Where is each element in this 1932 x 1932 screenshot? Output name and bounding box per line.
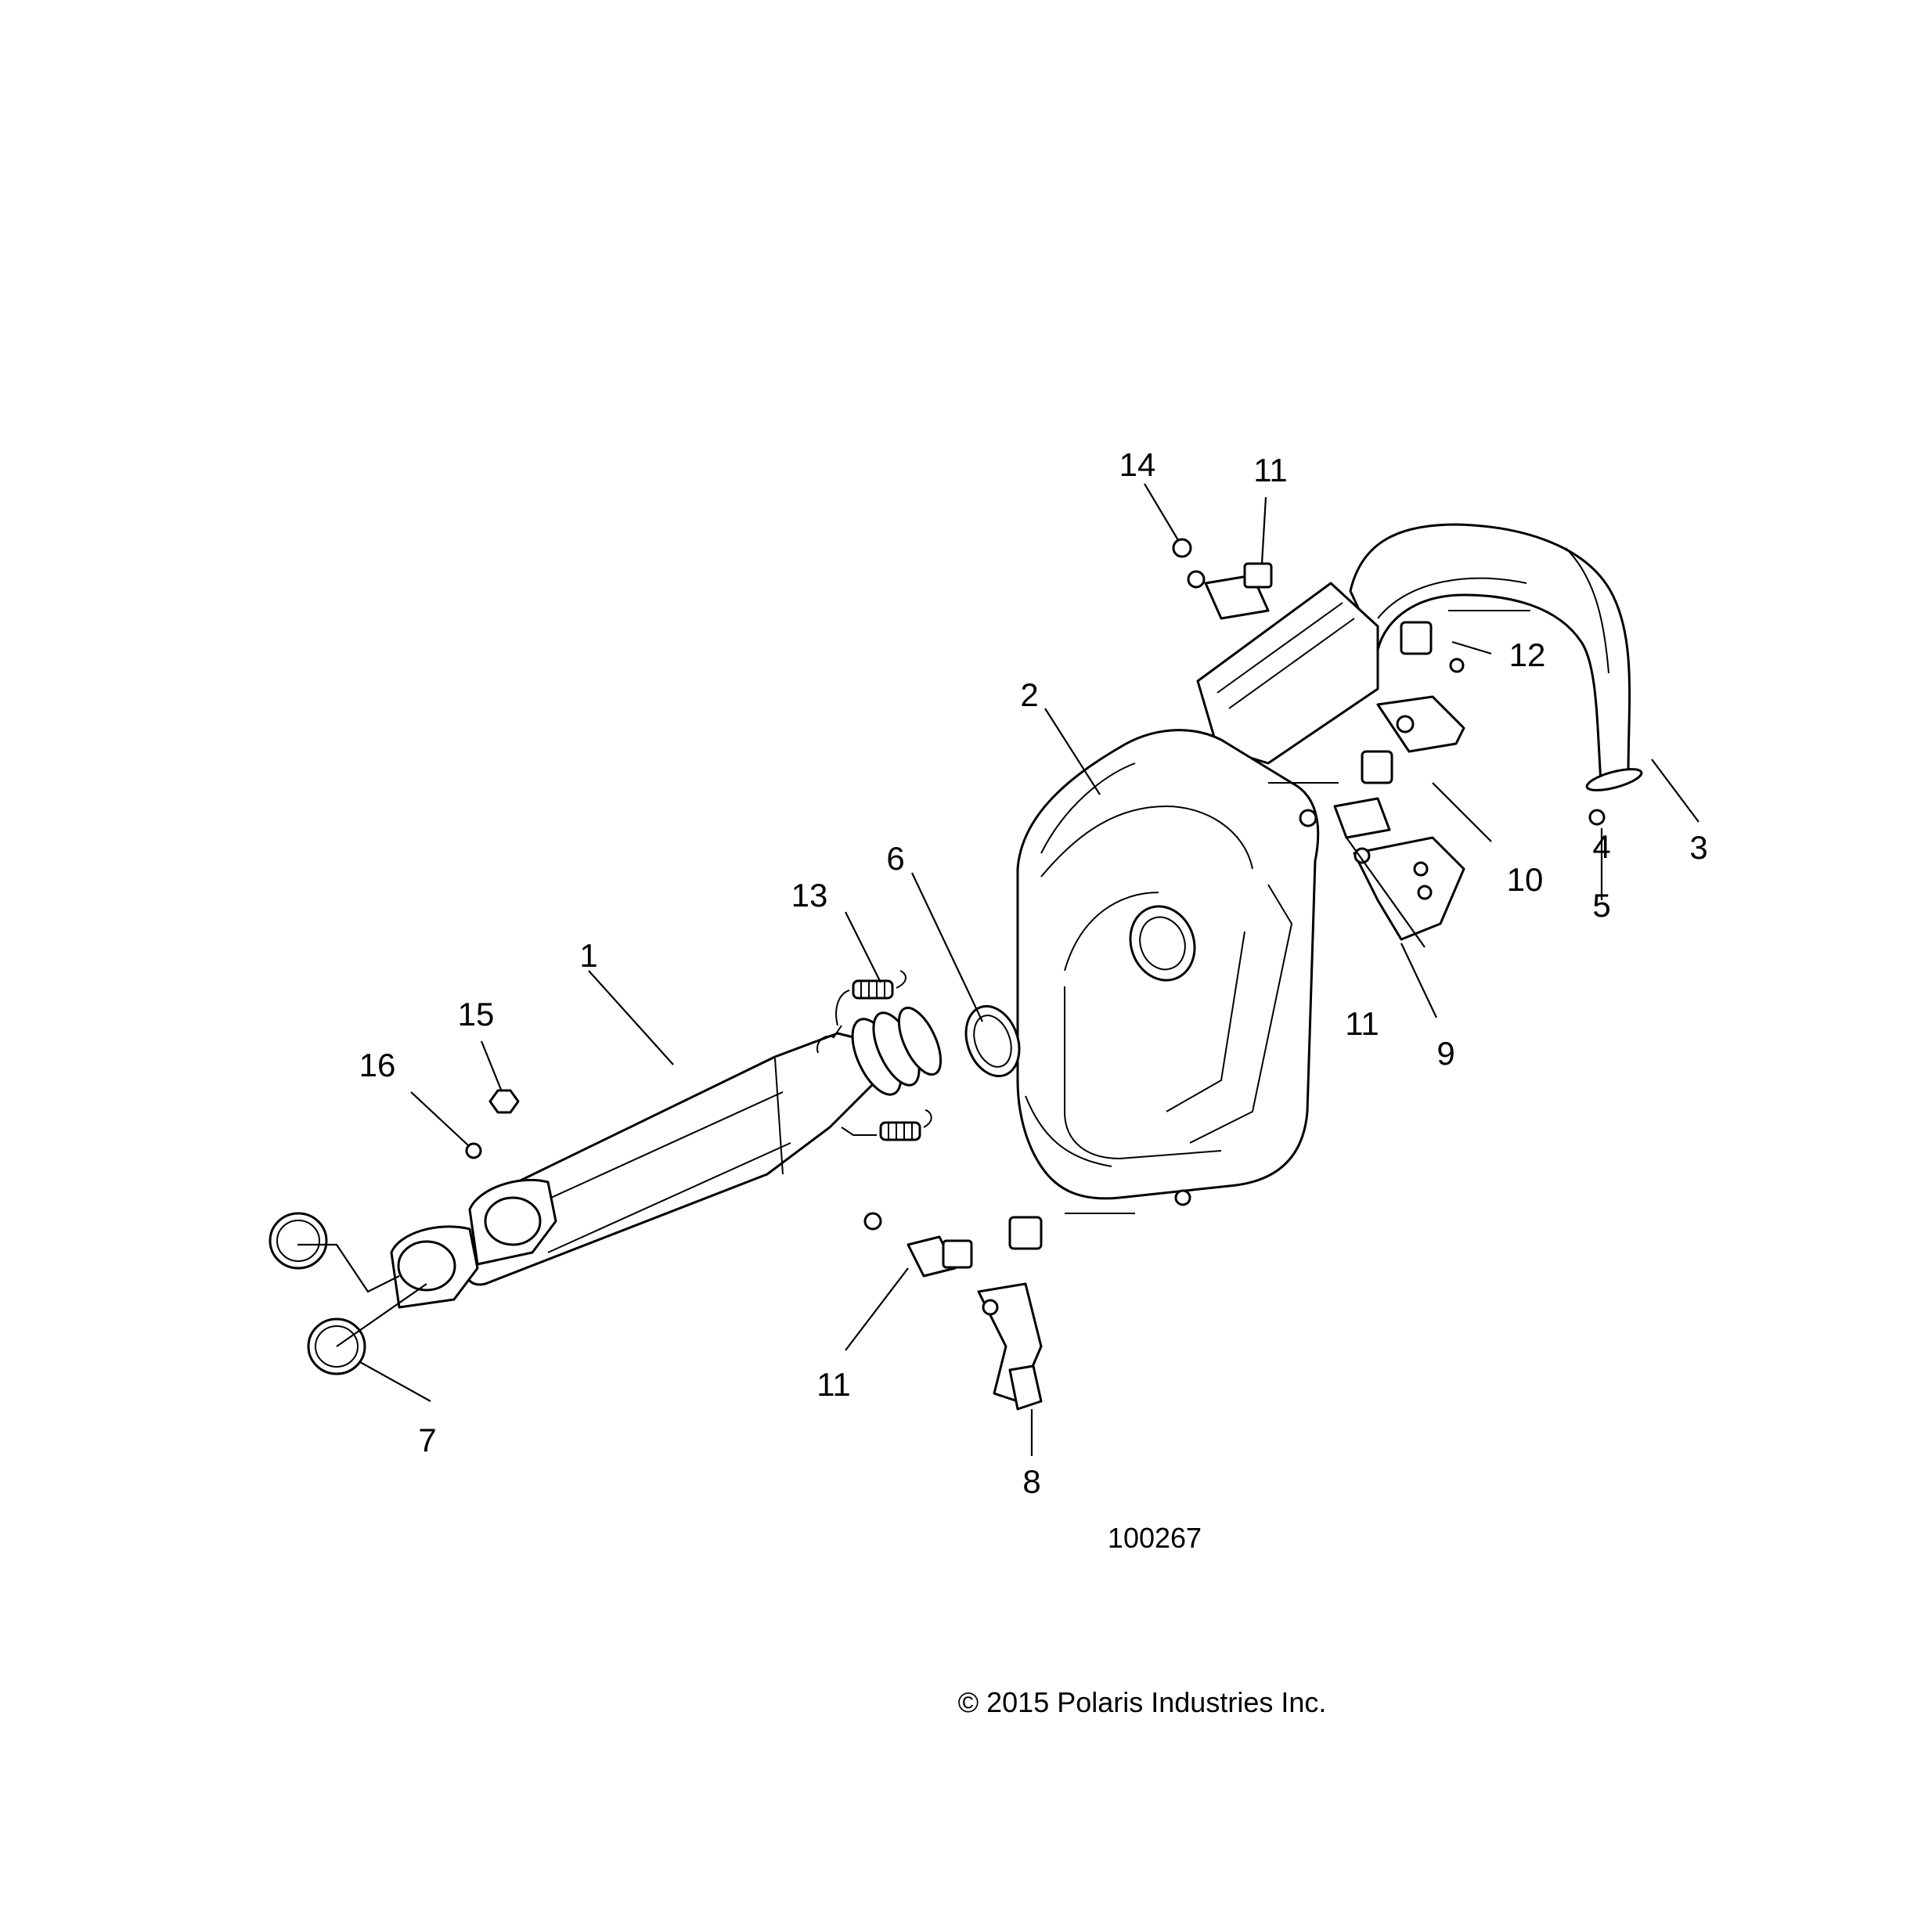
callout-1: 1 bbox=[579, 937, 597, 974]
callout-9: 9 bbox=[1436, 1035, 1454, 1072]
callout-11-right: 11 bbox=[1345, 1005, 1379, 1042]
callout-6: 6 bbox=[886, 840, 904, 877]
head-pipe bbox=[390, 1006, 943, 1309]
figure-id: 100267 bbox=[1108, 1522, 1202, 1554]
muffler bbox=[1016, 582, 1379, 1200]
leader-lines bbox=[297, 483, 1700, 1456]
callout-2: 2 bbox=[1020, 676, 1038, 713]
lower-bracket bbox=[863, 1212, 1135, 1411]
callout-14: 14 bbox=[1119, 446, 1156, 483]
callout-10: 10 bbox=[1507, 861, 1544, 898]
callout-11-top: 11 bbox=[1253, 452, 1288, 488]
clamp-icon bbox=[1588, 809, 1606, 826]
callout-12: 12 bbox=[1509, 636, 1546, 673]
callout-13: 13 bbox=[791, 877, 828, 914]
callouts: 1 2 3 4 5 6 7 8 9 10 11 11 11 11 12 13 1… bbox=[359, 446, 1708, 1500]
exhaust-gaskets bbox=[269, 1212, 366, 1375]
fasteners bbox=[465, 570, 1465, 1206]
callout-4: 4 bbox=[1592, 828, 1610, 865]
tail-pipe bbox=[1349, 523, 1643, 826]
muffler-gasket bbox=[964, 1004, 1021, 1078]
right-brackets bbox=[1268, 610, 1530, 941]
copyright: © 2015 Polaris Industries Inc. bbox=[958, 1686, 1327, 1718]
callout-11-lower: 11 bbox=[816, 1366, 851, 1403]
callout-16: 16 bbox=[359, 1047, 396, 1083]
callout-5: 5 bbox=[1592, 887, 1610, 924]
callout-7: 7 bbox=[418, 1422, 436, 1458]
callout-8: 8 bbox=[1022, 1463, 1040, 1500]
springs bbox=[816, 970, 932, 1141]
upper-bracket bbox=[1172, 538, 1273, 620]
callout-3: 3 bbox=[1689, 829, 1707, 866]
callout-15: 15 bbox=[458, 996, 495, 1033]
